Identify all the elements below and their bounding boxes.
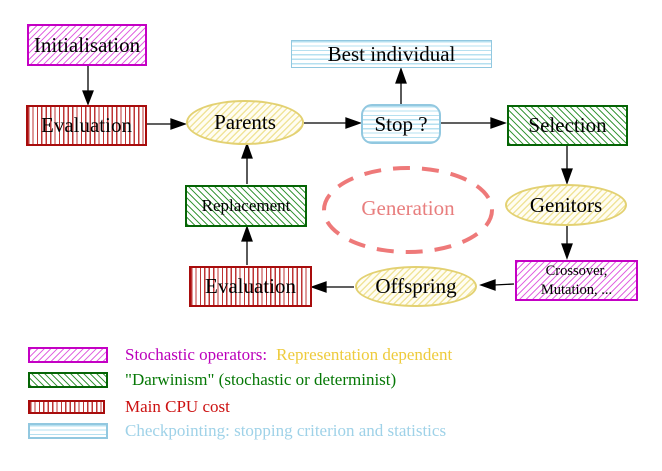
node-genitors-label: Genitors xyxy=(529,192,603,217)
legend-swatch-checkpointing xyxy=(28,423,108,439)
node-crossover-mutation: Crossover, Mutation, ... xyxy=(515,260,638,301)
legend-row-stochastic: Stochastic operators: Representation depe… xyxy=(28,345,452,365)
node-evaluation-top: Evaluation xyxy=(26,105,147,146)
arrow-crossover-to-offspring xyxy=(493,283,515,286)
node-parents-label: Parents xyxy=(214,110,276,135)
legend-row-cpu-cost: Main CPU cost xyxy=(28,397,230,417)
legend-swatch-darwinism xyxy=(28,372,108,388)
node-replacement: Replacement xyxy=(185,185,307,227)
generation-label: Generation xyxy=(361,196,455,220)
node-stop: Stop ? xyxy=(361,104,441,144)
node-offspring: Offspring xyxy=(355,266,477,307)
legend-label-darwinism: "Darwinism" (stochastic or determinist) xyxy=(125,370,397,389)
node-initialisation-label: Initialisation xyxy=(33,32,141,57)
legend-label-checkpointing: Checkpointing: stopping criterion and st… xyxy=(125,421,447,440)
legend-label-stochastic-operators: Stochastic operators: xyxy=(125,345,268,364)
node-replacement-label: Replacement xyxy=(201,196,291,216)
node-offspring-label: Offspring xyxy=(375,274,457,299)
node-stop-label: Stop ? xyxy=(374,111,428,136)
legend-label-representation-dependent: Representation dependent xyxy=(276,345,453,364)
node-evaluation-bottom-label: Evaluation xyxy=(205,274,296,299)
legend-label-cpu-cost: Main CPU cost xyxy=(125,397,230,416)
legend-swatch-cpu-cost xyxy=(28,400,105,414)
node-initialisation: Initialisation xyxy=(27,24,147,66)
legend-row-darwinism: "Darwinism" (stochastic or determinist) xyxy=(28,370,396,390)
legend-swatch-stochastic-operators xyxy=(28,347,108,363)
node-evaluation-bottom: Evaluation xyxy=(189,266,312,307)
node-best-individual-label: Best individual xyxy=(327,41,456,66)
legend-row-checkpointing: Checkpointing: stopping criterion and st… xyxy=(28,421,446,441)
node-crossover-line1: Crossover, xyxy=(545,262,608,279)
node-best-individual: Best individual xyxy=(291,40,492,68)
node-selection: Selection xyxy=(507,105,628,146)
node-evaluation-top-label: Evaluation xyxy=(41,113,132,138)
node-crossover-line2: Mutation, ... xyxy=(540,281,613,298)
node-selection-label: Selection xyxy=(528,113,607,138)
node-parents: Parents xyxy=(186,100,304,145)
node-genitors: Genitors xyxy=(505,184,627,226)
